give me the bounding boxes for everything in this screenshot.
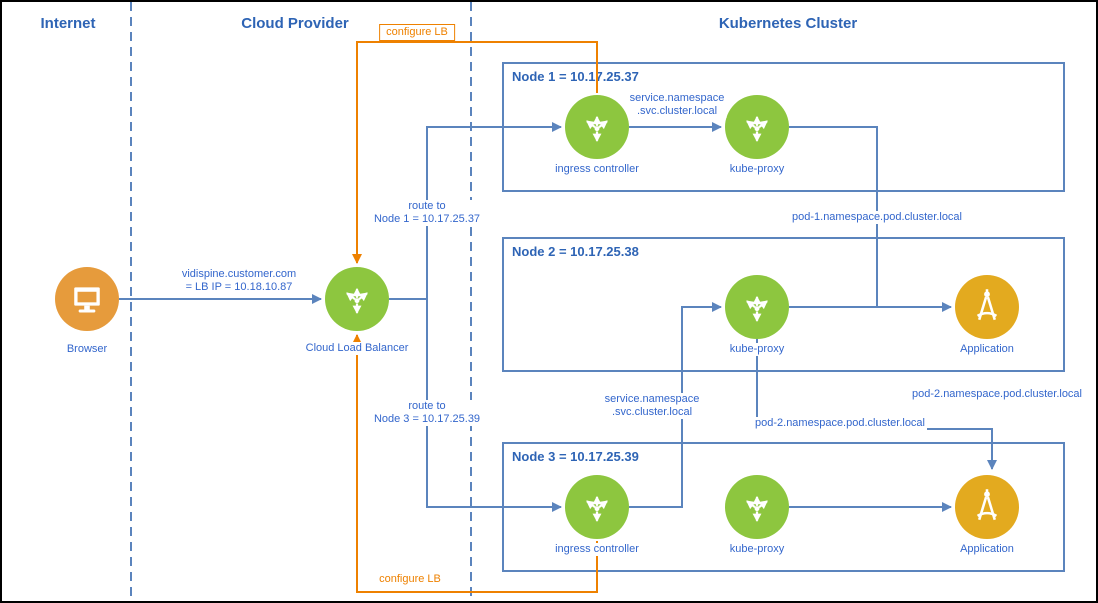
- edge-label-configure-lb-bottom: configure LB: [377, 573, 443, 586]
- kube-proxy-node1-label: kube-proxy: [727, 163, 787, 176]
- kube-proxy-node3: [725, 475, 789, 539]
- edge-label-pod2-dns-right: pod-2.namespace.pod.cluster.local: [910, 388, 1084, 401]
- edge-label-line: service.namespace: [629, 92, 725, 104]
- application-node2: [955, 275, 1019, 339]
- kube-proxy-node3-label: kube-proxy: [727, 543, 787, 556]
- edge-label-line: vidispine.customer.com: [181, 268, 297, 280]
- node2-title: Node 2 = 10.17.25.38: [512, 244, 639, 259]
- application-node2-label: Application: [958, 343, 1016, 356]
- cloud-load-balancer-node: [325, 267, 389, 331]
- compass-application-icon: [976, 289, 998, 321]
- edge-label-browser-to-lb: vidispine.customer.com = LB IP = 10.18.1…: [179, 268, 299, 294]
- kube-proxy-node2: [725, 275, 789, 339]
- edge-label-line: Node 1 = 10.17.25.37: [373, 213, 481, 225]
- browser-label: Browser: [64, 343, 110, 356]
- section-header-kubernetes-cluster: Kubernetes Cluster: [718, 15, 858, 32]
- node3-title: Node 3 = 10.17.25.39: [512, 449, 639, 464]
- edge-configure-lb-bottom: [352, 334, 598, 593]
- edge-label-service-dns-node1: service.namespace .svc.cluster.local: [627, 92, 727, 118]
- edge-label-route-node3: route to Node 3 = 10.17.25.39: [371, 400, 483, 426]
- load-balancer-icon: [346, 287, 368, 315]
- edge-kubeproxy1-to-pod1: [789, 126, 878, 307]
- kube-proxy-node1: [725, 95, 789, 159]
- edge-label-pod1-dns: pod-1.namespace.pod.cluster.local: [790, 211, 964, 224]
- load-balancer-icon: [746, 295, 768, 323]
- load-balancer-icon: [586, 495, 608, 522]
- edge-label-configure-lb-top: configure LB: [379, 24, 455, 41]
- edge-label-service-dns-node3: service.namespace .svc.cluster.local: [602, 393, 702, 419]
- edge-label-line: route to: [408, 200, 446, 212]
- application-node3-label: Application: [958, 543, 1016, 556]
- separator-internet-cloud: [130, 2, 132, 601]
- ingress-controller-node3-label: ingress controller: [553, 543, 641, 556]
- load-balancer-icon: [746, 115, 768, 142]
- load-balancer-icon: [586, 115, 608, 142]
- edge-label-line: .svc.cluster.local: [636, 105, 718, 117]
- ingress-controller-node1: [565, 95, 629, 159]
- edge-label-pod2-dns-mid: pod-2.namespace.pod.cluster.local: [753, 417, 927, 430]
- edge-label-line: service.namespace: [604, 393, 700, 405]
- edge-label-line: .svc.cluster.local: [611, 406, 693, 418]
- edge-label-line: Node 3 = 10.17.25.39: [373, 413, 481, 425]
- section-header-cloud-provider: Cloud Provider: [241, 15, 349, 32]
- edge-label-line: route to: [408, 400, 446, 412]
- node1-title: Node 1 = 10.17.25.37: [512, 69, 639, 84]
- ingress-controller-node1-label: ingress controller: [553, 163, 641, 176]
- edge-label-route-node1: route to Node 1 = 10.17.25.37: [371, 200, 483, 226]
- browser-monitor-icon: [74, 287, 100, 313]
- cloud-load-balancer-label: Cloud Load Balancer: [303, 342, 411, 355]
- compass-application-icon: [976, 489, 998, 521]
- section-header-internet: Internet: [40, 15, 96, 32]
- edge-kubeproxy2-to-application3: [756, 339, 997, 470]
- edge-label-line: = LB IP = 10.18.10.87: [185, 281, 293, 293]
- application-node3: [955, 475, 1019, 539]
- ingress-controller-node3: [565, 475, 629, 539]
- edge-configure-lb-top: [352, 41, 598, 264]
- browser-node: [55, 267, 119, 331]
- kube-proxy-node2-label: kube-proxy: [727, 343, 787, 356]
- separator-cloud-kubernetes: [470, 2, 472, 601]
- load-balancer-icon: [746, 495, 768, 522]
